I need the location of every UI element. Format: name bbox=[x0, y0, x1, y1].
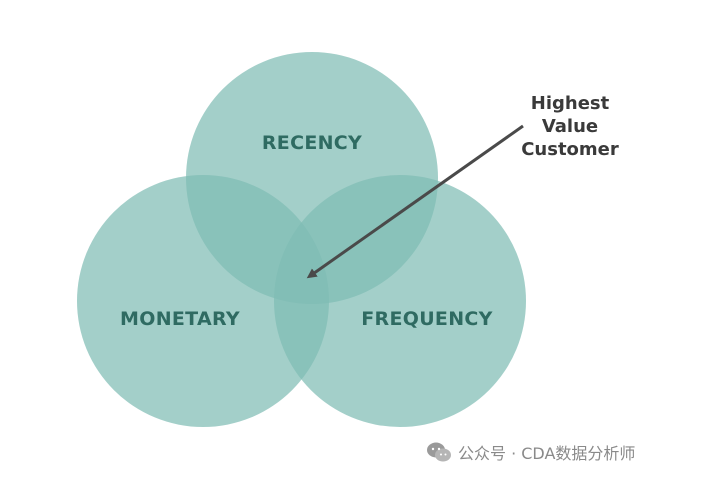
frequency-circle bbox=[274, 175, 526, 427]
monetary-label: MONETARY bbox=[120, 308, 240, 330]
callout-line-2: Value bbox=[541, 116, 599, 137]
monetary-circle bbox=[77, 175, 329, 427]
wechat-icon bbox=[427, 442, 451, 462]
watermark-text: 公众号 · CDA数据分析师 bbox=[458, 444, 636, 463]
highest-value-customer-callout: Highest Value Customer bbox=[500, 92, 640, 161]
callout-arrow bbox=[306, 124, 524, 279]
watermark: 公众号 · CDA数据分析师 bbox=[426, 439, 635, 465]
callout-line-3: Customer bbox=[521, 139, 619, 160]
callout-line-1: Highest bbox=[530, 93, 610, 114]
frequency-label: FREQUENCY bbox=[361, 308, 492, 330]
recency-label: RECENCY bbox=[262, 132, 362, 154]
